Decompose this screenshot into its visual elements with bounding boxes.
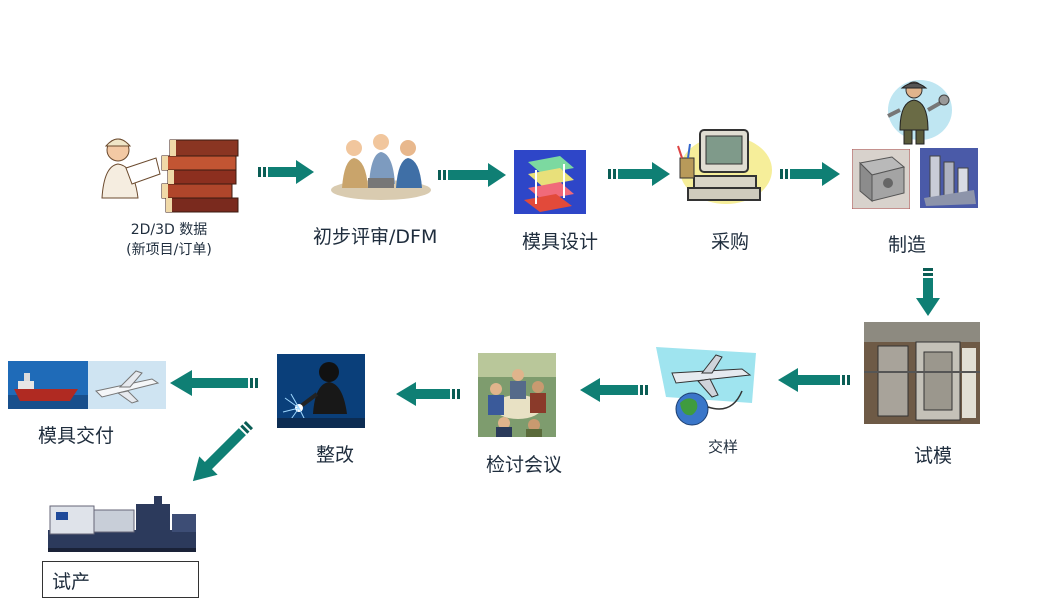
computer-icon bbox=[677, 129, 772, 204]
arrow-left-1 bbox=[778, 368, 850, 392]
arrow-diagonal bbox=[192, 421, 253, 482]
step-review-label: 初步评审/DFM bbox=[313, 226, 438, 248]
injection-molding-machine-icon bbox=[48, 496, 196, 552]
step-manufacture-label: 制造 bbox=[888, 234, 927, 256]
injection-machine-closeup-icon bbox=[864, 322, 980, 424]
arrow-left-2 bbox=[580, 378, 648, 402]
arrow-right-1 bbox=[258, 160, 314, 184]
step-sample-label: 交样 bbox=[708, 438, 739, 456]
arrow-right-3 bbox=[608, 162, 670, 186]
step-production-label: 试产 bbox=[52, 571, 91, 593]
airplane-globe-icon bbox=[656, 347, 756, 426]
engineer-with-books-icon bbox=[101, 138, 239, 213]
production-label-box bbox=[42, 561, 199, 598]
step-trial-label: 试模 bbox=[914, 445, 953, 467]
step-meeting-label: 检讨会议 bbox=[486, 454, 563, 476]
arrow-left-4 bbox=[170, 370, 258, 396]
ship-and-plane-icon bbox=[8, 361, 166, 409]
welder-icon bbox=[277, 354, 365, 428]
step-data-label-line1: 2D/3D 数据 bbox=[130, 222, 208, 238]
step-rework-label: 整改 bbox=[316, 444, 355, 466]
team-meeting-icon bbox=[331, 134, 431, 200]
step-delivery-label: 模具交付 bbox=[38, 425, 115, 447]
step-purchase-label: 采购 bbox=[711, 231, 750, 253]
arrow-right-2 bbox=[438, 163, 506, 187]
mold-parts-photo-icon bbox=[920, 148, 978, 208]
mold-3d-model-icon bbox=[514, 150, 586, 214]
mold-part-icon bbox=[852, 149, 910, 209]
discussion-meeting-icon bbox=[478, 353, 556, 437]
arrow-right-4 bbox=[780, 162, 840, 186]
arrow-left-3 bbox=[396, 382, 460, 406]
step-design-label: 模具设计 bbox=[522, 231, 599, 253]
step-data-label-line2: (新项目/订单) bbox=[126, 242, 212, 258]
arrow-down bbox=[916, 268, 940, 316]
mechanic-with-wrench-icon bbox=[887, 80, 952, 145]
